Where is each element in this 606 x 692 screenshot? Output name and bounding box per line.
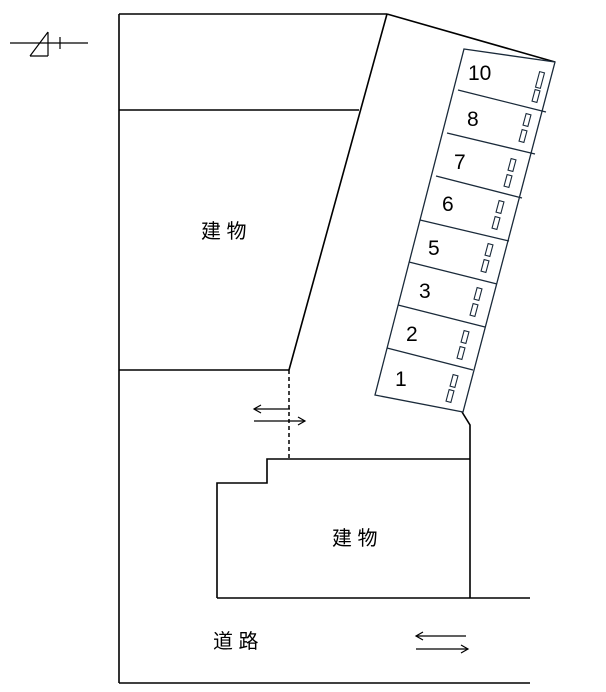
car-icon: [503, 173, 513, 189]
north-arrow-icon: [10, 31, 88, 57]
building-bottom-outline: [216, 458, 530, 599]
car-icon: [534, 70, 546, 90]
road-label: 道 路: [213, 630, 259, 653]
space-number: 2: [406, 323, 418, 346]
car-icon: [449, 373, 459, 389]
car-icon: [518, 128, 528, 144]
parking-area: 10 8 7 6 5 3 2 1: [374, 48, 556, 413]
road-arrow-icon: [414, 631, 470, 654]
car-icon: [495, 199, 505, 215]
car-icon: [445, 388, 455, 404]
space-number: 10: [468, 62, 491, 85]
site-boundary: [118, 13, 556, 684]
car-icon: [460, 329, 470, 345]
car-icon: [491, 215, 501, 231]
building-top-label: 建 物: [201, 220, 247, 243]
space-number: 1: [395, 368, 407, 391]
car-icon: [531, 88, 541, 104]
space-number: 7: [454, 151, 466, 174]
space-number: 3: [419, 280, 431, 303]
two-way-arrow-icon: [252, 404, 307, 426]
car-icon: [484, 242, 494, 258]
car-icon: [507, 157, 517, 173]
car-icon: [469, 302, 479, 318]
space-number: 8: [467, 108, 479, 131]
space-number: 6: [442, 193, 454, 216]
car-icon: [456, 345, 466, 361]
building-bottom-label: 建 物: [332, 527, 378, 550]
space-number: 5: [428, 237, 440, 260]
car-icon: [473, 286, 483, 302]
car-icon: [522, 112, 532, 128]
car-icon: [480, 258, 490, 274]
